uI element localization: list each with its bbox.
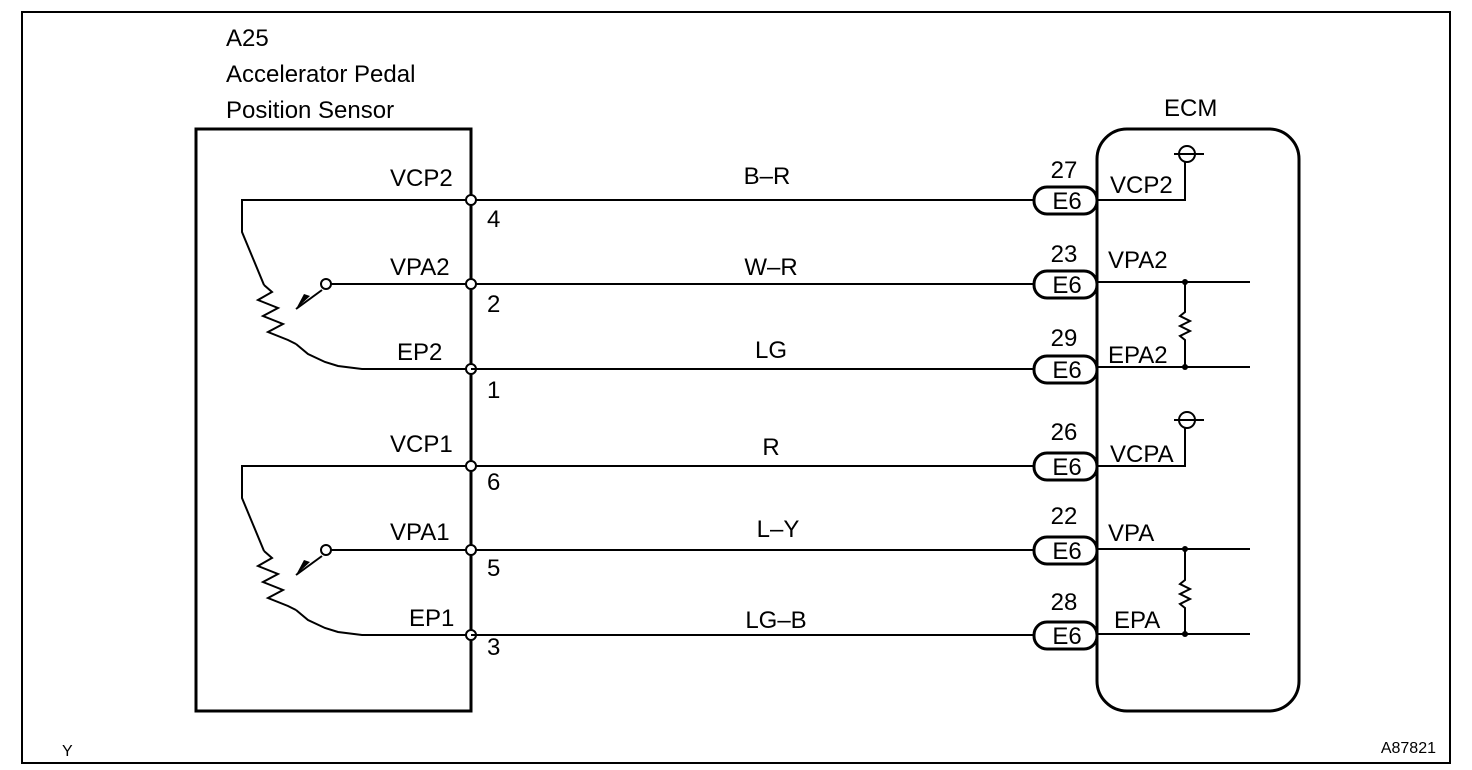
ecm-resistor-upper — [1177, 282, 1193, 367]
connector-label: E6 — [1052, 623, 1081, 650]
sensor-terminal-label: EP2 — [397, 339, 442, 366]
wire-color-label: LG–B — [745, 607, 806, 634]
ecm-terminal-label: EPA2 — [1108, 342, 1168, 369]
sensor-name-line2: Position Sensor — [226, 97, 394, 124]
wire-color-label: B–R — [744, 163, 791, 190]
ecm-terminal-label: VCPA — [1110, 441, 1174, 468]
wire-row: VCP1 6 R E6 26 VCPA — [390, 411, 1204, 496]
ecm-terminal-label: VPA — [1108, 520, 1154, 547]
connector-label: E6 — [1052, 272, 1081, 299]
sensor-pin-number: 2 — [487, 291, 500, 318]
sensor-pin-number: 6 — [487, 469, 500, 496]
footer-left-mark: Y — [62, 743, 73, 760]
sensor-pin-number: 3 — [487, 634, 500, 661]
wire-color-label: W–R — [744, 254, 797, 281]
sensor-terminal-label: VPA1 — [390, 519, 450, 546]
wire-row: VPA2 2 W–R E6 23 VPA2 — [390, 241, 1250, 318]
wire-row: VPA1 5 L–Y E6 22 VPA — [390, 503, 1250, 582]
ecm-terminal-label: VPA2 — [1108, 247, 1168, 274]
ecm-pin-number: 23 — [1051, 241, 1078, 268]
ecm-box — [1095, 127, 1301, 713]
ecm-terminal-label: EPA — [1114, 607, 1160, 634]
ecm-terminal-label: VCP2 — [1110, 172, 1173, 199]
sensor-pin-number: 5 — [487, 555, 500, 582]
connector-label: E6 — [1052, 357, 1081, 384]
sensor-terminal-label: VPA2 — [390, 254, 450, 281]
ecm-pin-number: 22 — [1051, 503, 1078, 530]
connector-label: E6 — [1052, 454, 1081, 481]
connector-label: E6 — [1052, 538, 1081, 565]
wire-color-label: LG — [755, 337, 787, 364]
ecm-label: ECM — [1164, 95, 1217, 122]
ecm-pin-number: 28 — [1051, 589, 1078, 616]
sensor-pin-number: 4 — [487, 206, 500, 233]
wire-row: VCP2 4 B–R E6 27 VCP2 — [390, 145, 1204, 233]
wire-row: EP2 1 LG E6 29 EPA2 — [397, 325, 1250, 404]
connector-label: E6 — [1052, 188, 1081, 215]
sensor-box — [194, 127, 473, 713]
diagram-frame — [21, 11, 1451, 764]
wire-color-label: L–Y — [757, 516, 800, 543]
sensor-terminal-label: VCP2 — [390, 165, 453, 192]
sensor-pin-number: 1 — [487, 377, 500, 404]
sensor-terminal-label: VCP1 — [390, 431, 453, 458]
sensor-terminal-label: EP1 — [409, 605, 454, 632]
ecm-pin-number: 26 — [1051, 419, 1078, 446]
ecm-pin-number: 29 — [1051, 325, 1078, 352]
ecm-resistor-lower — [1177, 549, 1193, 634]
wire-row: EP1 3 LG–B E6 28 EPA — [409, 589, 1250, 661]
sensor-code: A25 — [226, 25, 269, 52]
sensor-1-potentiometer — [241, 465, 471, 636]
sensor-name-line1: Accelerator Pedal — [226, 61, 415, 88]
wire-color-label: R — [762, 434, 779, 461]
ecm-pin-number: 27 — [1051, 157, 1078, 184]
figure-code: A87821 — [1381, 740, 1436, 757]
sensor-2-potentiometer — [241, 199, 471, 370]
